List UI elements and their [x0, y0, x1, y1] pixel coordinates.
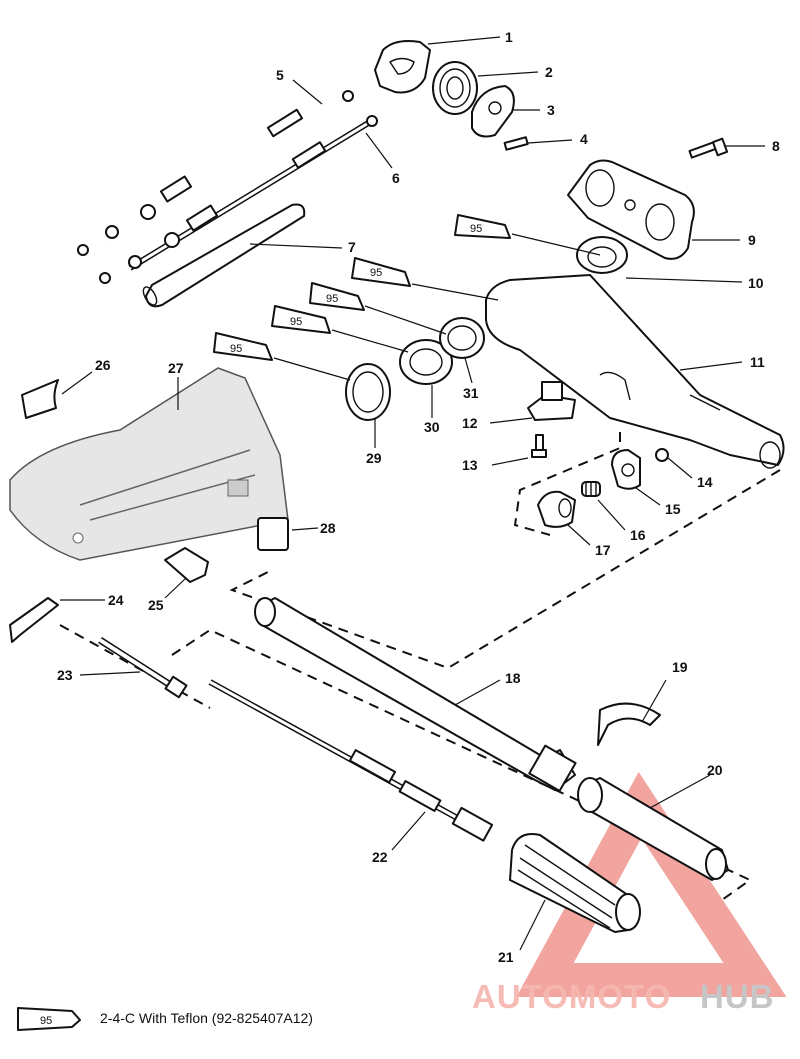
- lubricant-tube-label: 95: [470, 223, 482, 235]
- callout-25: 25: [148, 597, 164, 613]
- callout-14: 14: [697, 474, 713, 490]
- part-22-cable-assembly: [208, 679, 494, 842]
- callout-22: 22: [372, 849, 388, 865]
- part-16-spring: [581, 481, 601, 497]
- part-5-throttle-cable: [77, 90, 354, 256]
- callout-21: 21: [498, 949, 514, 965]
- callout-19: 19: [672, 659, 688, 675]
- part-29-seal-ring: [345, 363, 391, 421]
- callout-31: 31: [463, 385, 479, 401]
- lubricant-tube-3: 95: [309, 282, 447, 335]
- part-25-clip: [164, 547, 209, 583]
- part-7-cable-sleeve: [142, 203, 306, 308]
- callout-30: 30: [424, 419, 440, 435]
- callout-7: 7: [348, 239, 356, 255]
- part-27-bracket-housing: [9, 367, 289, 561]
- callout-27: 27: [168, 360, 184, 376]
- part-21-handle-grip: [509, 833, 641, 933]
- callout-8: 8: [772, 138, 780, 154]
- callout-11: 11: [750, 354, 765, 370]
- callout-leaders: [60, 36, 765, 951]
- lubricant-tube-label: 95: [370, 267, 382, 279]
- part-14-screw: [655, 448, 669, 462]
- legend-tube-label: 95: [40, 1015, 52, 1027]
- part-10-grommet: [576, 236, 628, 274]
- callout-18: 18: [505, 670, 521, 686]
- part-24-bracket: [9, 597, 59, 643]
- callout-16: 16: [630, 527, 646, 543]
- lubricant-tube-label: 95: [326, 293, 338, 305]
- callout-24: 24: [108, 592, 124, 608]
- part-8-bolt: [688, 137, 729, 159]
- legend-description: 2-4-C With Teflon (92-825407A12): [100, 1010, 313, 1026]
- callout-4: 4: [580, 131, 588, 147]
- callout-9: 9: [748, 232, 756, 248]
- callout-20: 20: [707, 762, 723, 778]
- part-31-seal-ring: [439, 317, 485, 359]
- lubricant-tube-label: 95: [290, 316, 302, 328]
- lubricant-tube-1: 95: [454, 214, 601, 256]
- part-15-clip: [611, 449, 641, 490]
- part-3-retainer-plate: [471, 85, 515, 138]
- callout-17: 17: [595, 542, 611, 558]
- callout-28: 28: [320, 520, 336, 536]
- part-13-screw: [531, 434, 547, 458]
- callout-29: 29: [366, 450, 382, 466]
- lubricant-tube-2: 95: [351, 257, 499, 301]
- part-11-tiller-handle: [485, 274, 785, 469]
- part-1-cable-cover: [374, 40, 431, 94]
- callout-10: 10: [748, 275, 764, 291]
- callout-3: 3: [547, 102, 555, 118]
- callout-13: 13: [462, 457, 478, 473]
- legend-lubricant-tube: 95: [17, 1007, 81, 1031]
- callout-6: 6: [392, 170, 400, 186]
- callout-12: 12: [462, 415, 478, 431]
- watermark-text-secondary: HUB: [700, 978, 775, 1015]
- part-30-bushing: [399, 339, 453, 385]
- callout-15: 15: [665, 501, 681, 517]
- part-17-knob: [537, 490, 576, 528]
- part-26-clip: [21, 379, 59, 419]
- callout-1: 1: [505, 29, 513, 45]
- part-9-handle-plate: [567, 159, 695, 260]
- part-23-bolt: [98, 637, 188, 699]
- callout-5: 5: [276, 67, 284, 83]
- watermark-text-primary: AUTOMOTO: [472, 978, 672, 1015]
- callout-2: 2: [545, 64, 553, 80]
- callout-26: 26: [95, 357, 111, 373]
- lubricant-tube-4: 95: [271, 305, 409, 353]
- callout-23: 23: [57, 667, 73, 683]
- part-2-cable-drum: [432, 61, 478, 115]
- part-19-shim: [597, 702, 661, 746]
- part-12-bracket: [527, 381, 576, 421]
- lubricant-tube-label: 95: [230, 343, 242, 355]
- callout-numbers: 1 2 3 4 5 6 7 8 9 10 11 12 13 14 15 16 1…: [57, 29, 780, 965]
- part-6-shift-cable: [99, 115, 378, 284]
- lubricant-tube-5: 95: [213, 332, 351, 381]
- part-28-pad: [257, 517, 289, 551]
- part-20-grip-tube: [577, 777, 729, 881]
- part-4-screw: [503, 136, 529, 151]
- part-18-throttle-shaft: [254, 597, 577, 792]
